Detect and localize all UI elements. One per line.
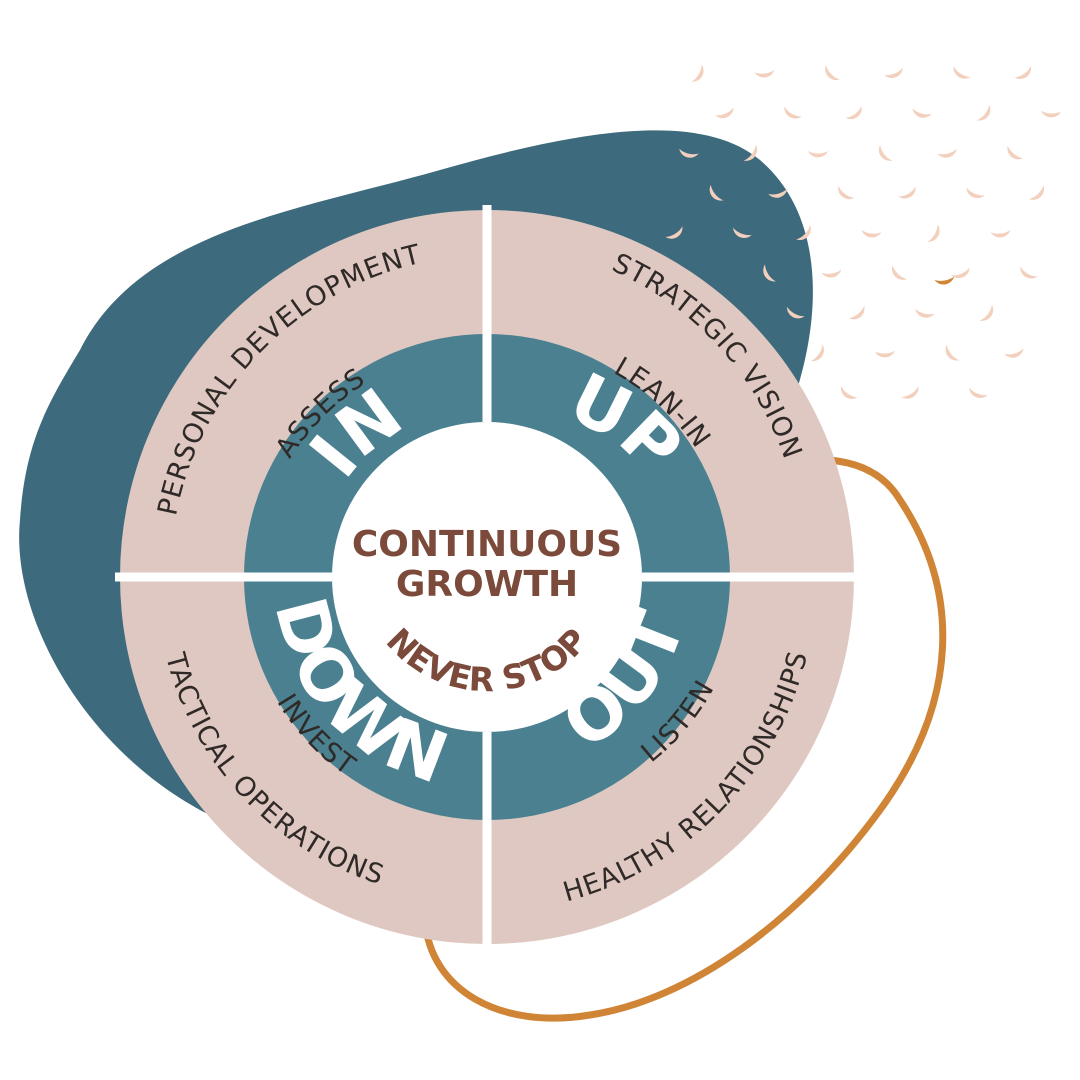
crescent-dot bbox=[976, 104, 991, 121]
crescent-dot bbox=[754, 69, 775, 78]
crescent-dot bbox=[966, 187, 985, 199]
crescent-dot bbox=[784, 106, 802, 119]
crescent-dot bbox=[1007, 145, 1024, 160]
crescent-dot-accent bbox=[934, 276, 955, 285]
crescent-dot bbox=[898, 186, 916, 199]
crescent-dot bbox=[945, 344, 960, 361]
crescent-dot bbox=[796, 225, 811, 240]
crescent-dot bbox=[990, 229, 1011, 238]
crescent-dot bbox=[825, 65, 840, 80]
crescent-dot bbox=[951, 267, 970, 279]
crescent-dot bbox=[821, 269, 842, 278]
crescent-dot bbox=[874, 350, 895, 358]
crescent-dot bbox=[743, 144, 758, 161]
crescent-dot bbox=[768, 188, 788, 198]
crescent-dot bbox=[679, 148, 699, 158]
center-circle bbox=[332, 422, 642, 732]
crescent-dot bbox=[1004, 348, 1024, 358]
crescent-dot bbox=[912, 108, 932, 118]
crescent-dot bbox=[840, 385, 858, 399]
crescent-dot bbox=[892, 265, 907, 280]
crescent-dot bbox=[1020, 266, 1038, 279]
crescent-dot bbox=[927, 224, 940, 242]
center-line2: GROWTH bbox=[396, 564, 578, 605]
crescent-dot bbox=[691, 64, 704, 82]
center-line1: CONTINUOUS bbox=[352, 524, 622, 565]
crescent-dot bbox=[787, 306, 805, 319]
crescent-dot bbox=[763, 264, 776, 282]
crescent-dot bbox=[1041, 110, 1062, 118]
wheel bbox=[115, 205, 859, 949]
crescent-dot bbox=[715, 107, 734, 119]
crescent-dot bbox=[808, 151, 828, 158]
crescent-dot bbox=[1029, 185, 1044, 200]
crescent-dot bbox=[901, 386, 919, 399]
crescent-dot bbox=[1014, 65, 1032, 79]
quadrant-dividers bbox=[115, 205, 859, 949]
crescent-dot bbox=[969, 387, 988, 398]
crescent-dot bbox=[915, 308, 935, 318]
crescent-dot bbox=[845, 105, 862, 120]
decorative-dot-pattern bbox=[665, 64, 1062, 399]
crescent-dot bbox=[838, 185, 855, 200]
crescent-dot bbox=[937, 148, 957, 158]
crescent-dot bbox=[884, 67, 903, 78]
crescent-dot bbox=[953, 66, 971, 79]
crescent-dot bbox=[979, 304, 994, 321]
crescent-dot bbox=[810, 344, 824, 362]
crescent-dot bbox=[848, 305, 865, 320]
crescent-dot bbox=[878, 144, 893, 161]
crescent-dot bbox=[733, 227, 752, 238]
crescent-dot bbox=[861, 229, 882, 238]
crescent-dot bbox=[665, 226, 683, 239]
crescent-dot bbox=[709, 184, 724, 201]
